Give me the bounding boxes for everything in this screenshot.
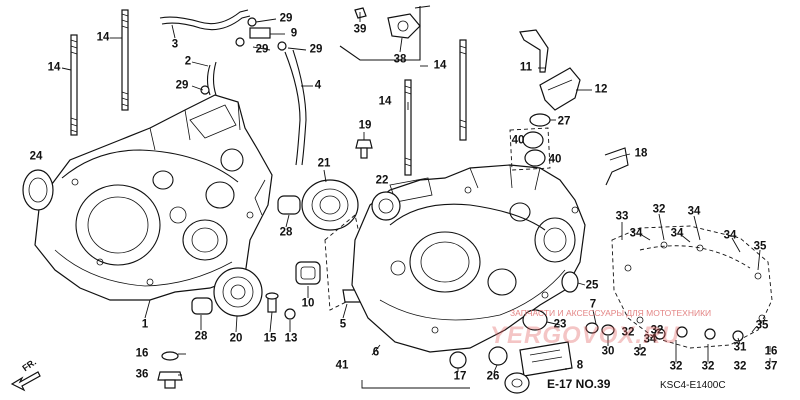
callout-29: 29 <box>309 43 323 56</box>
oil-seal-24 <box>22 169 54 211</box>
callout-32: 32 <box>621 326 635 339</box>
stud-bolts-center <box>404 39 467 176</box>
callout-20: 20 <box>229 332 243 345</box>
right-crankcase <box>351 164 586 353</box>
callout-33: 33 <box>615 210 629 223</box>
plug-25 <box>561 271 579 293</box>
callout-36: 36 <box>135 368 149 381</box>
bracket-11-12 <box>519 29 581 111</box>
callout-41: 41 <box>335 359 349 372</box>
callout-34: 34 <box>687 205 701 218</box>
callout-1: 1 <box>141 318 149 331</box>
small-parts-23-7 <box>522 309 615 336</box>
watermark-text: ЗАПЧАСТИ И АКСЕССУАРЫ ДЛЯ МОТОТЕХНИКИ <box>510 308 712 318</box>
seal-22 <box>371 191 401 221</box>
callout-2: 2 <box>184 55 192 68</box>
plate-8 <box>519 341 573 377</box>
callout-35: 35 <box>753 240 767 253</box>
callout-34: 34 <box>670 227 684 240</box>
callout-9: 9 <box>290 27 298 40</box>
callout-35: 35 <box>755 319 769 332</box>
callout-37: 37 <box>764 360 778 373</box>
sensor-38 <box>339 5 431 61</box>
callout-18: 18 <box>634 147 648 160</box>
callout-32: 32 <box>669 360 683 373</box>
bearing-21 <box>301 179 359 231</box>
callout-32: 32 <box>633 346 647 359</box>
callout-32: 32 <box>652 203 666 216</box>
callout-14: 14 <box>433 59 447 72</box>
callout-4: 4 <box>314 79 322 92</box>
leader-lines <box>61 12 771 389</box>
callout-21: 21 <box>317 157 331 170</box>
callout-16: 16 <box>135 347 149 360</box>
clip-18 <box>604 147 629 186</box>
case-cover <box>611 225 773 349</box>
callout-31: 31 <box>733 341 747 354</box>
front-arrow-icon <box>10 371 41 392</box>
bearing-20 <box>213 267 263 317</box>
callout-32: 32 <box>650 324 664 337</box>
nut-27 <box>529 113 551 127</box>
callout-24: 24 <box>29 150 43 163</box>
callout-7: 7 <box>589 298 597 311</box>
callout-30: 30 <box>601 345 615 358</box>
watermark-logo: YERGOVOX.RU <box>490 322 680 349</box>
callout-40: 40 <box>511 134 525 147</box>
callout-28: 28 <box>279 226 293 239</box>
callout-29: 29 <box>255 43 269 56</box>
bolt-19 <box>355 139 373 159</box>
dowel-28-lower <box>191 297 213 315</box>
callout-14: 14 <box>378 95 392 108</box>
callout-15: 15 <box>263 332 277 345</box>
callout-16: 16 <box>764 345 778 358</box>
callout-40: 40 <box>548 153 562 166</box>
seals-40 <box>509 127 551 171</box>
callout-29: 29 <box>175 79 189 92</box>
left-crankcase <box>34 94 273 301</box>
washers-17-26 <box>449 346 530 394</box>
callout-8: 8 <box>576 359 584 372</box>
callout-27: 27 <box>557 115 571 128</box>
callout-19: 19 <box>358 119 372 132</box>
callout-14: 14 <box>96 31 110 44</box>
bolt-15 <box>265 292 296 320</box>
callout-34: 34 <box>723 229 737 242</box>
callout-13: 13 <box>284 332 298 345</box>
callout-32: 32 <box>701 360 715 373</box>
callout-39: 39 <box>353 23 367 36</box>
callout-6: 6 <box>372 346 380 359</box>
callout-5: 5 <box>339 318 347 331</box>
callout-32: 32 <box>733 360 747 373</box>
callout-14: 14 <box>47 61 61 74</box>
callout-11: 11 <box>519 61 533 74</box>
callout-34: 34 <box>629 227 643 240</box>
callout-12: 12 <box>594 83 608 96</box>
stud-bolts-left <box>70 9 129 136</box>
callout-25: 25 <box>585 279 599 292</box>
callout-29: 29 <box>279 12 293 25</box>
dowel-28-upper <box>277 195 301 215</box>
callout-22: 22 <box>375 174 389 187</box>
callout-3: 3 <box>171 38 179 51</box>
callout-10: 10 <box>301 297 315 310</box>
drain-bolt <box>157 351 183 389</box>
gasket-10 <box>295 261 321 285</box>
page-reference[interactable]: E-17 NO.39 <box>547 377 611 391</box>
callout-23: 23 <box>553 318 567 331</box>
diagram-code: KSC4-E1400C <box>660 380 726 391</box>
callout-38: 38 <box>393 53 407 66</box>
callout-28: 28 <box>194 330 208 343</box>
callout-17: 17 <box>453 370 467 383</box>
callout-26: 26 <box>486 370 500 383</box>
callout-34: 34 <box>643 333 657 346</box>
